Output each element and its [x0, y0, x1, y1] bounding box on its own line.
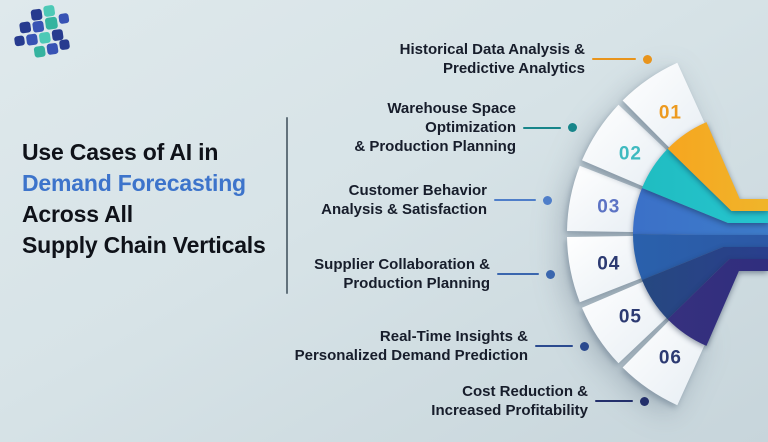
fan-wedge-06	[667, 259, 768, 346]
callout-02-label: Warehouse Space Optimization & Productio…	[354, 100, 516, 155]
callout-06: Cost Reduction & Increased Profitability	[431, 382, 649, 420]
fan-number-05: 05	[619, 307, 642, 328]
title-line-4: Supply Chain Verticals	[22, 232, 266, 258]
vertical-divider	[286, 117, 288, 294]
title-line-3: Across All	[22, 201, 133, 227]
fan-number-01: 01	[659, 102, 682, 123]
fan-number-03: 03	[597, 196, 620, 217]
callout-01-label: Historical Data Analysis & Predictive An…	[399, 41, 585, 77]
title-line-2-accent: Demand Forecasting	[22, 170, 246, 196]
fan-card-03	[567, 165, 656, 233]
fan-number-06: 06	[659, 348, 682, 369]
callout-02-dot	[568, 123, 577, 132]
callout-04: Supplier Collaboration & Production Plan…	[314, 255, 555, 293]
callout-03: Customer Behavior Analysis & Satisfactio…	[321, 181, 552, 219]
callout-05: Real-Time Insights & Personalized Demand…	[295, 327, 589, 365]
title-line-1: Use Cases of AI in	[22, 139, 219, 165]
callout-05-dot	[580, 341, 589, 351]
fan-number-02: 02	[619, 143, 642, 164]
fan-wedge-01	[667, 122, 768, 211]
callout-01-line	[592, 58, 636, 60]
fan-wedge-03	[633, 188, 768, 235]
callout-01: Historical Data Analysis & Predictive An…	[400, 40, 652, 78]
fan-card-05	[582, 275, 678, 364]
company-logo	[14, 5, 70, 58]
callout-04-dot	[546, 269, 555, 279]
fan-wedge-05	[642, 247, 768, 320]
callout-06-line	[595, 400, 633, 402]
callout-06-dot	[640, 396, 649, 406]
callout-03-label: Customer Behavior Analysis & Satisfactio…	[321, 182, 487, 218]
main-title: Use Cases of AI in Demand Forecasting Ac…	[22, 137, 282, 261]
callout-05-line	[535, 345, 573, 347]
callout-04-line	[497, 273, 539, 275]
callout-03-line	[494, 199, 536, 201]
callout-06-label: Cost Reduction & Increased Profitability	[431, 383, 588, 419]
callout-01-dot	[643, 54, 652, 64]
fan-wedge-02	[642, 148, 768, 223]
callout-02: Warehouse Space Optimization & Productio…	[354, 99, 577, 156]
callout-05-label: Real-Time Insights & Personalized Demand…	[294, 328, 528, 364]
fan-card-04	[567, 235, 656, 303]
fan-wedge-04	[633, 234, 768, 280]
fan-number-04: 04	[597, 254, 620, 275]
fan-card-02	[582, 104, 678, 193]
callout-03-dot	[543, 195, 552, 205]
callout-02-line	[523, 126, 561, 129]
callout-04-label: Supplier Collaboration & Production Plan…	[314, 256, 490, 292]
